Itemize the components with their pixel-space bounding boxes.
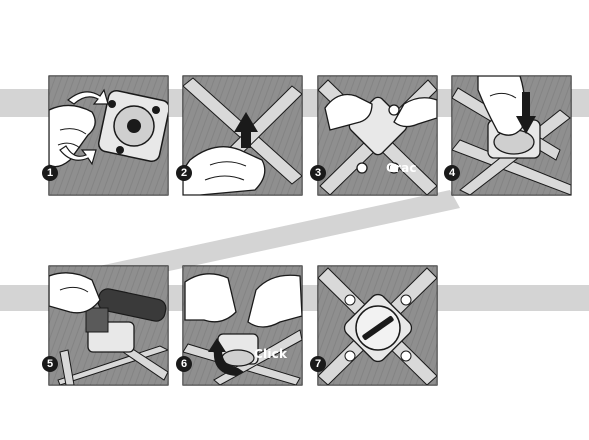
step-3-panel [318,76,437,195]
connector-hub [97,89,171,163]
step-3-number: 3 [310,165,326,181]
step-4-panel [452,76,571,195]
step-3-callout: Crac [386,161,417,175]
step-6-panel [183,266,302,385]
step-5-panel [49,266,168,385]
step-6-number: 6 [176,356,192,372]
step-2-number: 2 [176,165,192,181]
step-2-panel [183,76,302,195]
step-7-panel [318,266,437,385]
step-1-panel [49,76,171,195]
assembled-connector [341,291,415,365]
step-6-callout: Click [254,347,287,361]
step-5-number: 5 [42,356,58,372]
step-7-number: 7 [310,356,326,372]
step-1-number: 1 [42,165,58,181]
step-4-number: 4 [444,165,460,181]
